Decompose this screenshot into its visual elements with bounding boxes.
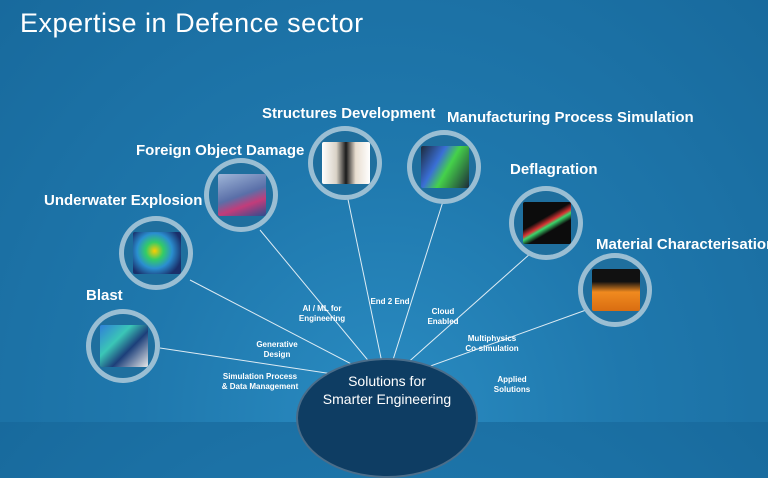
foreign-object-damage-node[interactable] xyxy=(204,158,278,232)
blast-label: Blast xyxy=(86,287,123,304)
blast-node[interactable] xyxy=(86,309,160,383)
material-characterisation-node[interactable] xyxy=(578,253,652,327)
hub-label: Solutions for Smarter Engineering xyxy=(322,373,452,407)
deflagration-label: Deflagration xyxy=(510,161,598,178)
deflagration-image xyxy=(523,202,571,244)
underwater-explosion-node[interactable] xyxy=(119,216,193,290)
foreign-object-damage-image xyxy=(218,174,266,216)
structures-development-image xyxy=(322,142,370,184)
spoke-multiphysics: Multiphysics Co-simulation xyxy=(465,334,519,353)
blast-image xyxy=(100,325,148,367)
spoke-cloud-enabled: Cloud Enabled xyxy=(427,307,459,326)
page-title: Expertise in Defence sector xyxy=(20,8,364,38)
spoke-ai-ml: AI / ML for Engineering xyxy=(298,304,346,323)
underwater-explosion-label: Underwater Explosion xyxy=(44,192,203,209)
foreign-object-damage-label: Foreign Object Damage xyxy=(136,142,305,159)
spoke-generative-design: Generative Design xyxy=(256,340,298,359)
underwater-explosion-image xyxy=(133,232,181,274)
structures-development-node[interactable] xyxy=(308,126,382,200)
spoke-applied-solutions: Applied Solutions xyxy=(493,375,531,394)
material-characterisation-image xyxy=(592,269,640,311)
manufacturing-process-simulation-node[interactable] xyxy=(407,130,481,204)
spoke-simulation-process: Simulation Process & Data Management xyxy=(221,372,299,391)
structures-development-label: Structures Development xyxy=(262,105,436,122)
material-characterisation-label: Material Characterisation xyxy=(596,236,768,253)
deflagration-node[interactable] xyxy=(509,186,583,260)
spoke-end-2-end: End 2 End xyxy=(370,297,410,306)
manufacturing-process-simulation-image xyxy=(421,146,469,188)
manufacturing-process-simulation-label: Manufacturing Process Simulation xyxy=(447,109,694,126)
